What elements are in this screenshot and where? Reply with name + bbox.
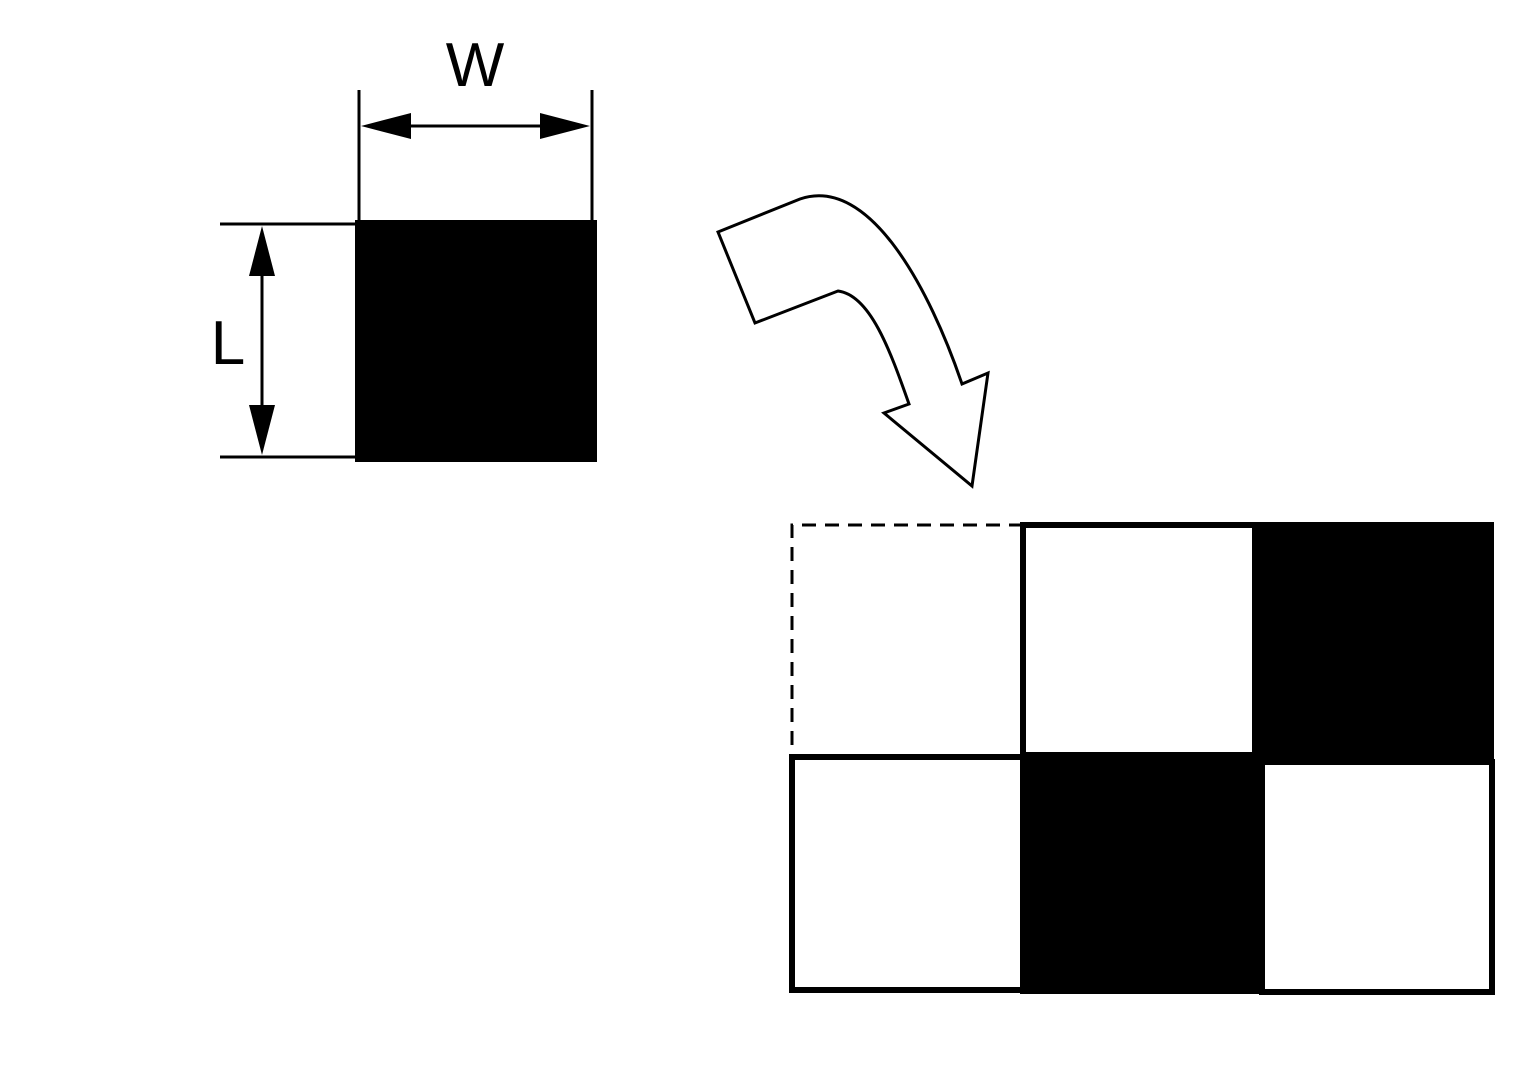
- width-arrowhead-left: [361, 113, 411, 139]
- width-label: W: [446, 31, 505, 100]
- curved-arrow-icon: [716, 194, 990, 489]
- grid-cell-r1-c2: [1020, 522, 1258, 760]
- length-arrowhead-top: [249, 226, 275, 276]
- empty-slot-outline: [790, 523, 1023, 758]
- length-arrowhead-bottom: [249, 405, 275, 455]
- grid-cell-r2-c2: [1020, 752, 1262, 994]
- single-tile: [355, 220, 597, 462]
- grid-cell-r2-c1: [789, 754, 1027, 993]
- grid-cell-r2-c3: [1259, 759, 1495, 995]
- tile-grid: [789, 522, 1495, 995]
- length-dimension: L: [211, 222, 355, 459]
- length-label: L: [211, 309, 245, 378]
- width-arrowhead-right: [540, 113, 590, 139]
- grid-cell-r1-c3: [1252, 522, 1494, 764]
- width-dimension: W: [357, 31, 594, 220]
